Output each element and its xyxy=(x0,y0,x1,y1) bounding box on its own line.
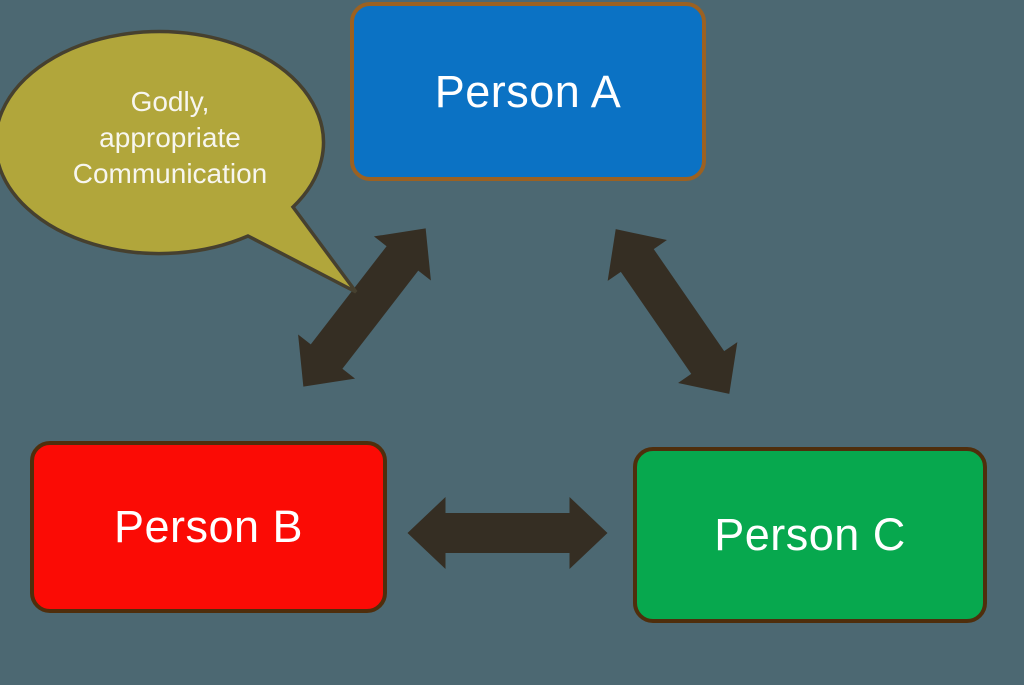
node-person-b-label: Person B xyxy=(113,501,304,552)
node-person-b: Person B xyxy=(30,441,387,613)
speech-bubble-text: Godly, appropriate Communication xyxy=(20,84,320,192)
double-arrow-icon xyxy=(407,497,608,569)
arrow-person-b-person-c xyxy=(407,497,608,569)
speech-bubble-line-2: appropriate xyxy=(99,122,241,153)
speech-bubble-line-3: Communication xyxy=(72,158,268,189)
node-person-c: Person C xyxy=(633,447,987,623)
node-person-a: Person A xyxy=(350,2,706,181)
arrow-person-a-person-c xyxy=(607,229,738,394)
node-person-a-label: Person A xyxy=(434,65,622,117)
speech-bubble xyxy=(0,29,358,294)
arrow-person-a-person-b xyxy=(298,228,431,387)
speech-bubble-line-1: Godly, xyxy=(130,86,210,117)
double-arrow-icon xyxy=(607,229,738,394)
double-arrow-icon xyxy=(298,228,431,387)
node-person-c-label: Person C xyxy=(714,509,906,560)
